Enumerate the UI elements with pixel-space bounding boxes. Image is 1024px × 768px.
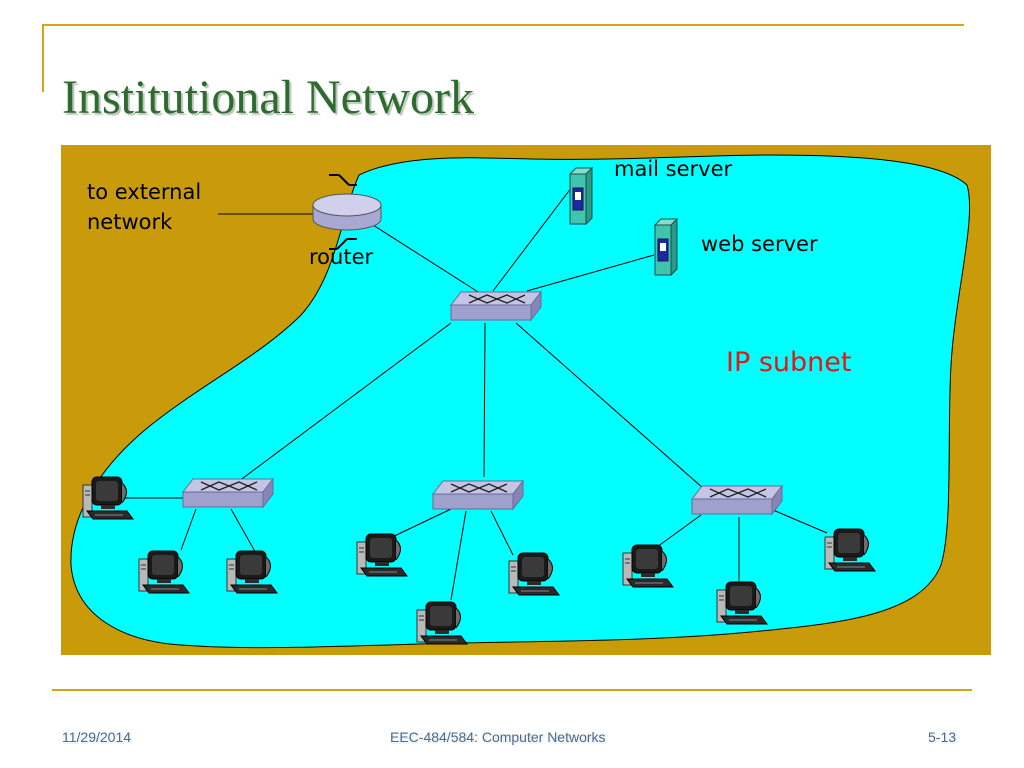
slide-frame-top-rule bbox=[42, 24, 964, 26]
ethernet-switch-icon bbox=[450, 291, 542, 321]
web-server-label: web server bbox=[701, 232, 818, 256]
host-link bbox=[656, 514, 702, 548]
host-link bbox=[772, 509, 828, 534]
mail-server-link bbox=[492, 174, 582, 292]
host-link bbox=[230, 508, 258, 556]
footer-date: 11/29/2014 bbox=[62, 729, 132, 745]
ethernet-switch-icon bbox=[432, 480, 524, 510]
footer-course-title: EEC-484/584: Computer Networks bbox=[390, 729, 606, 745]
ethernet-switch-icon bbox=[691, 485, 783, 515]
external-network-label-line2: network bbox=[87, 210, 173, 234]
network-links bbox=[121, 174, 828, 601]
core-left-switch-link bbox=[238, 322, 452, 482]
external-network-label-line1: to external bbox=[87, 180, 201, 204]
ethernet-switch-icon bbox=[182, 478, 274, 508]
footer-page-number: 5-13 bbox=[928, 729, 957, 745]
router-switch-link bbox=[372, 224, 487, 298]
host-link bbox=[385, 508, 452, 541]
slide-title: Institutional Network bbox=[62, 71, 474, 124]
core-right-switch-link bbox=[515, 322, 705, 490]
host-link bbox=[490, 510, 514, 556]
host-link bbox=[180, 508, 197, 551]
mail-server-label: mail server bbox=[614, 157, 733, 181]
slide-frame-left-rule bbox=[42, 24, 44, 92]
network-diagram: to external network router mail server w… bbox=[61, 145, 991, 655]
mail-server-icon bbox=[569, 167, 593, 225]
router-label: router bbox=[309, 245, 373, 269]
web-server-icon bbox=[654, 218, 678, 276]
ip-subnet-region bbox=[70, 154, 971, 649]
router-icon bbox=[312, 174, 382, 250]
host-link bbox=[450, 510, 467, 601]
ip-subnet-label: IP subnet bbox=[726, 347, 851, 378]
core-middle-switch-link bbox=[483, 322, 486, 478]
web-server-link bbox=[526, 254, 655, 292]
footer-rule bbox=[52, 689, 972, 691]
